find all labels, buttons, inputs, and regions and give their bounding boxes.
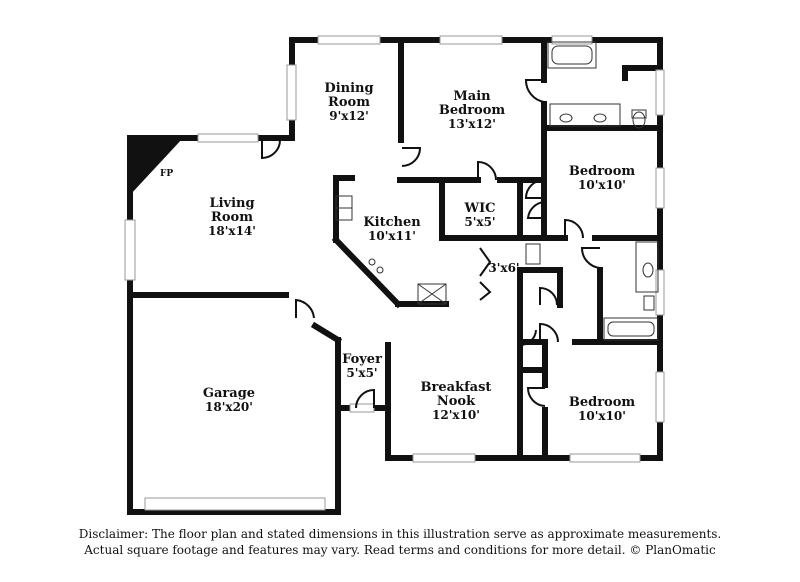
room-main-bedroom-name2: Bedroom: [439, 103, 506, 118]
room-living-name1: Living: [209, 196, 254, 211]
room-garage-name: Garage: [203, 386, 255, 401]
fireplace: [130, 138, 183, 195]
room-bedroom-ne: Bedroom 10'x10': [569, 164, 636, 192]
room-garage-dim: 18'x20': [205, 400, 253, 414]
room-garage: Garage 18'x20': [203, 386, 255, 414]
room-bedroom-se-dim: 10'x10': [578, 409, 626, 423]
room-main-bedroom-dim: 13'x12': [448, 117, 496, 131]
room-wic-name: WIC: [463, 201, 495, 216]
disclaimer: Disclaimer: The floor plan and stated di…: [0, 526, 800, 558]
room-foyer: Foyer 5'x5': [342, 352, 382, 380]
room-main-bedroom: Main Bedroom 13'x12': [439, 89, 506, 131]
room-kitchen-name: Kitchen: [363, 215, 421, 230]
exterior-walls: [127, 37, 663, 515]
room-main-bedroom-name1: Main: [453, 89, 491, 104]
doors: [261, 79, 601, 409]
room-kitchen: Kitchen 10'x11': [363, 215, 421, 243]
room-bedroom-ne-name: Bedroom: [569, 164, 636, 179]
room-breakfast-name1: Breakfast: [421, 380, 492, 395]
disclaimer-line-2: Actual square footage and features may v…: [84, 543, 716, 557]
room-dining-name2: Room: [328, 95, 370, 110]
room-foyer-name: Foyer: [342, 352, 382, 367]
room-bedroom-se: Bedroom 10'x10': [569, 395, 636, 423]
interior-walls: [331, 37, 663, 461]
room-living-name2: Room: [211, 210, 253, 225]
room-breakfast-dim: 12'x10': [432, 408, 480, 422]
disclaimer-line-1: Disclaimer: The floor plan and stated di…: [78, 527, 722, 541]
room-breakfast-name2: Nook: [437, 394, 476, 409]
room-living-dim: 18'x14': [208, 224, 256, 238]
windows: [124, 35, 665, 511]
room-dining: Dining Room 9'x12': [324, 81, 373, 123]
room-wic-dim: 5'x5': [464, 215, 495, 229]
fireplace-label: FP: [160, 169, 173, 179]
room-living: Living Room 18'x14': [208, 196, 256, 238]
room-kitchen-dim: 10'x11': [368, 229, 416, 243]
fixtures: [335, 41, 659, 341]
room-dining-name1: Dining: [324, 81, 373, 96]
room-foyer-dim: 5'x5': [346, 366, 377, 380]
room-dining-dim: 9'x12': [329, 109, 369, 123]
room-breakfast-nook: Breakfast Nook 12'x10': [421, 380, 492, 422]
room-bedroom-ne-dim: 10'x10': [578, 178, 626, 192]
room-closet-dim: 3'x6': [488, 261, 519, 275]
room-bedroom-se-name: Bedroom: [569, 395, 636, 410]
room-wic: WIC 5'x5': [463, 201, 495, 229]
room-closet: 3'x6': [488, 261, 519, 275]
